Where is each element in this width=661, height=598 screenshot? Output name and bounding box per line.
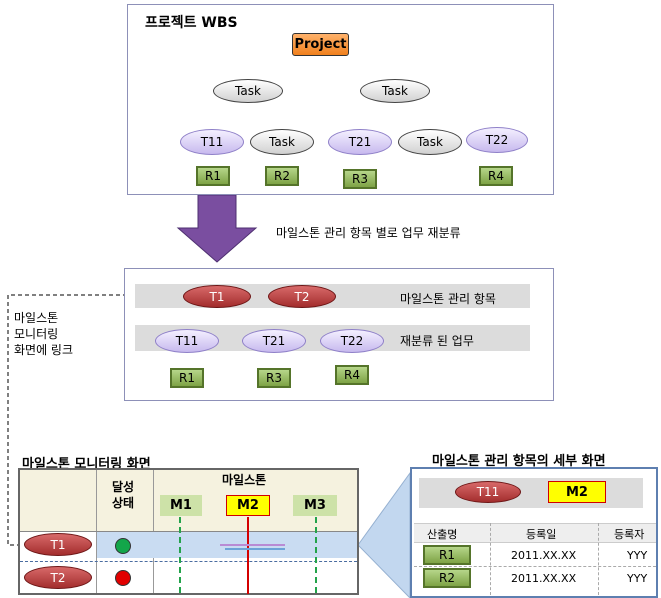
mid-t11-node: T11 <box>155 329 219 353</box>
task-node-sub-right: Task <box>398 129 462 155</box>
mid-r4-box: R4 <box>335 365 369 385</box>
r2-box: R2 <box>265 166 299 186</box>
status-red-dot <box>115 570 131 586</box>
detail-col3: 등록자 <box>614 528 645 541</box>
task-node-right: Task <box>360 79 430 103</box>
detail-header-band <box>419 478 643 508</box>
detail-r1-date: 2011.XX.XX <box>511 549 577 562</box>
t11-node: T11 <box>180 129 244 155</box>
row-t1-node[interactable]: T1 <box>24 533 92 556</box>
detail-r1-box[interactable]: R1 <box>423 545 471 565</box>
monitoring-table <box>18 468 359 595</box>
status-header-text: 달성 상태 <box>111 480 135 510</box>
detail-t11-node: T11 <box>455 481 521 503</box>
mid-t22-node: T22 <box>320 329 384 353</box>
detail-table-header <box>414 523 656 543</box>
t1-milestone-node: T1 <box>183 285 251 308</box>
row-t2-node[interactable]: T2 <box>24 566 92 589</box>
arrow-label: 마일스톤 관리 항목 별로 업무 재분류 <box>276 226 461 240</box>
detail-r1-user: YYY <box>627 549 648 562</box>
t21-node: T21 <box>328 129 392 155</box>
side-note-line3: 화면에 링크 <box>14 343 74 357</box>
mid-r1-box: R1 <box>170 368 204 388</box>
m3-milestone[interactable]: M3 <box>293 495 337 516</box>
wbs-title: 프로젝트 WBS <box>145 15 238 31</box>
t22-node: T22 <box>466 127 528 153</box>
task-band-label: 재분류 된 업무 <box>400 334 474 348</box>
milestone-header: 마일스톤 <box>222 473 267 487</box>
side-note-line1: 마일스톤 <box>14 311 59 325</box>
r1-box: R1 <box>196 166 230 186</box>
mid-r3-box: R3 <box>257 368 291 388</box>
status-green-dot <box>115 538 131 554</box>
task-node-left: Task <box>213 79 283 103</box>
detail-r2-user: YYY <box>627 572 648 585</box>
mid-t21-node: T21 <box>242 329 306 353</box>
r4-box: R4 <box>479 166 513 186</box>
m2-milestone[interactable]: M2 <box>226 495 270 516</box>
r3-box: R3 <box>343 169 377 189</box>
detail-r2-date: 2011.XX.XX <box>511 572 577 585</box>
detail-col1: 산출명 <box>427 528 458 541</box>
task-node-sub-left: Task <box>250 129 314 155</box>
status-header: 달성 상태 <box>105 479 141 511</box>
t2-milestone-node: T2 <box>268 285 336 308</box>
detail-title: 마일스톤 관리 항목의 세부 화면 <box>432 454 606 469</box>
detail-m2-box: M2 <box>548 481 606 503</box>
milestone-band-label: 마일스톤 관리 항목 <box>400 292 496 306</box>
side-note-line2: 모니터링 <box>14 327 59 341</box>
m1-milestone[interactable]: M1 <box>160 495 202 516</box>
detail-col2: 등록일 <box>526 528 557 541</box>
detail-r2-box[interactable]: R2 <box>423 568 471 588</box>
project-node: Project <box>292 33 349 56</box>
